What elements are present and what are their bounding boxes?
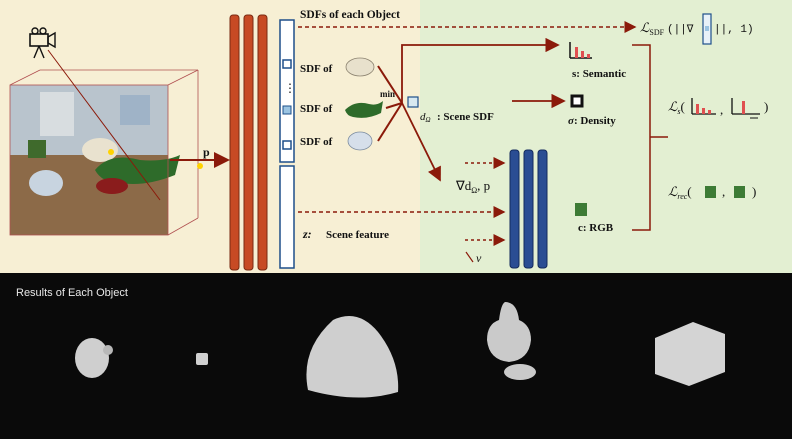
semantic-loss-symbol: ℒs( bbox=[668, 99, 685, 116]
sdf-row-1-label: SDF of bbox=[300, 63, 333, 75]
color-mlp bbox=[509, 149, 548, 269]
geometry-mlp bbox=[229, 14, 268, 271]
scene-feature-symbol: z: bbox=[302, 227, 312, 241]
sdf-loss-close: ||, 1) bbox=[714, 24, 754, 36]
axolotl-plush-icon bbox=[347, 131, 373, 151]
semantic-loss-comma: , bbox=[720, 102, 723, 117]
rabbit-plush-render bbox=[75, 338, 113, 378]
density-output-icon bbox=[570, 94, 584, 108]
sdf-column bbox=[279, 19, 295, 163]
semantic-loss-gt-icon bbox=[731, 98, 760, 119]
axolotl-plush-render bbox=[487, 302, 536, 380]
scene-sdf-cell bbox=[407, 96, 419, 108]
semantic-output-label: s: Semantic bbox=[572, 68, 626, 80]
cube-render bbox=[655, 322, 725, 386]
sdf-row-2-label: SDF of bbox=[300, 103, 333, 115]
scene-sdf-label: : Scene SDF bbox=[437, 111, 494, 123]
crocodile-plush-icon bbox=[345, 101, 383, 118]
rgb-output-icon bbox=[575, 203, 587, 216]
scene-sdf-to-color-arrow bbox=[401, 102, 441, 182]
sdfs-each-object-label: SDFs of each Object bbox=[300, 9, 400, 21]
output-bracket bbox=[632, 44, 668, 231]
camera-ray bbox=[47, 49, 161, 201]
semantic-output-icon bbox=[569, 42, 592, 59]
view-dir-label: v bbox=[476, 251, 482, 265]
sdf-cell-2 bbox=[282, 105, 292, 115]
sdf-loss-gradient-cell bbox=[705, 26, 709, 31]
point-label: p bbox=[203, 145, 210, 159]
scene-feature-label: Scene feature bbox=[326, 229, 389, 241]
feature-column bbox=[279, 165, 295, 269]
sdf-cell-3 bbox=[282, 140, 292, 150]
rabbit-plush-icon bbox=[345, 57, 375, 77]
sample-point-marker bbox=[108, 149, 114, 155]
sdf-cell-1 bbox=[282, 59, 292, 69]
small-cube-render bbox=[196, 353, 208, 365]
view-dir-stroke bbox=[465, 251, 474, 263]
min-merge-lines bbox=[377, 65, 403, 142]
scene-sdf-symbol: dΩ bbox=[420, 111, 431, 124]
min-label: min bbox=[380, 89, 395, 99]
semantic-loss-close: ) bbox=[764, 99, 768, 114]
sdf-loss-open: (||∇ bbox=[667, 24, 694, 36]
rec-loss-close: ) bbox=[752, 184, 756, 199]
sample-point-dot bbox=[197, 163, 203, 169]
gradient-label: ∇dΩ, p bbox=[455, 178, 490, 195]
sdf-row-3-label: SDF of bbox=[300, 136, 333, 148]
scene-bounding-box bbox=[9, 69, 199, 236]
scene-photo bbox=[10, 85, 180, 235]
large-plush-render bbox=[306, 316, 399, 398]
rec-loss-comma: , bbox=[722, 184, 725, 199]
rec-loss-pred-icon bbox=[705, 186, 716, 198]
camera-icon bbox=[29, 27, 56, 59]
density-output-label: σ: Density bbox=[568, 115, 616, 127]
rec-loss-gt-icon bbox=[734, 186, 745, 198]
semantic-loss-pred-icon bbox=[691, 98, 716, 115]
rgb-output-label: c: RGB bbox=[578, 222, 614, 234]
sdf-ellipsis: ⋮ bbox=[284, 81, 296, 95]
semantic-arrow bbox=[401, 37, 560, 103]
results-label: Results of Each Object bbox=[16, 287, 128, 299]
